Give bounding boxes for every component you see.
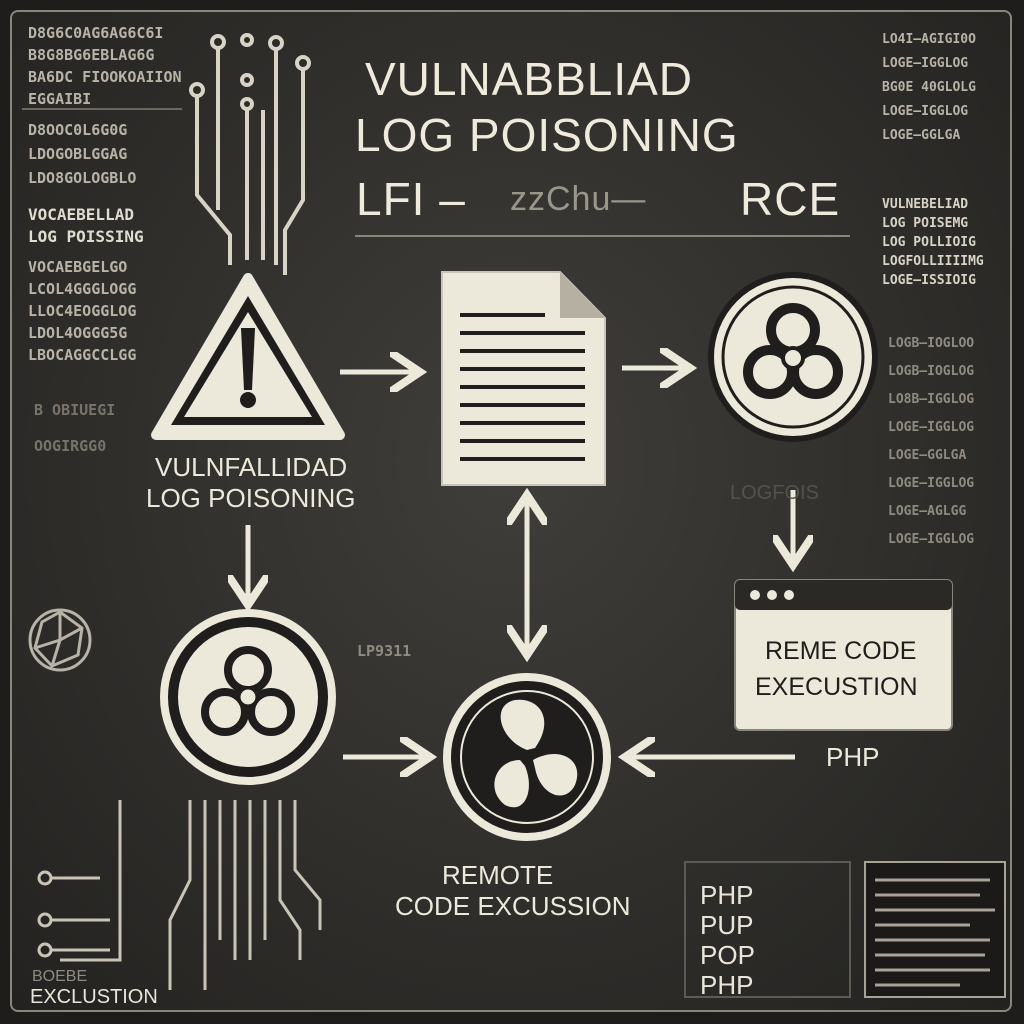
window-text-line1: REME CODE [765,637,917,665]
right-log-heading: VULNEBELIAD LOG POISEMG LOG POLLIOIG LOG… [882,195,984,290]
log-line: LDO8GOLOGBLO [28,169,137,187]
faint-log-label: LOGFOIS [730,482,819,504]
log-line: LOGB—IOGLOG [888,364,975,379]
document-icon [441,271,606,486]
log-line: LOG POLLIOIG [882,235,976,250]
log-line: LO4I—AGIGI0O [882,32,976,47]
left-heading-line1: VOCAEBELLAD [28,205,134,224]
log-line: OOGIRGG0 [34,437,107,455]
log-line: BG0E 40GLOLG [882,80,976,95]
left-log-top: D8G6C0AG6AG6C6I B8G8BG6EBLAG6G BA6DC FIO… [28,22,182,110]
log-line: BA6DC FIOOKOAIION [28,68,182,86]
remote-label-line1: REMOTE [442,860,554,890]
warning-triangle-icon [151,273,345,440]
biohazard-icon [708,272,878,442]
log-line: VOCAEBGELGO [28,258,128,276]
log-line: D8G6C0AG6AG6C6I [28,24,164,42]
remote-label-line2: CODE EXCUSSION [395,891,631,921]
php-list-item: PHP [700,970,754,1000]
log-line: LOGE—GGLGA [888,448,967,463]
php-label: PHP [826,742,880,772]
log-line: D8OOC0L6G0G [28,121,128,139]
log-line: LO8B—IGGLOG [888,392,975,407]
right-log-top: LO4I—AGIGI0O LOGE—IGGLOG BG0E 40GLOLG LO… [882,28,976,148]
php-list-item: PUP [700,910,754,940]
log-line: LOGFOLLIIIIMG [882,254,984,269]
hexagon-network-icon [28,608,92,672]
log-line: LOG POISEMG [882,216,969,231]
log-line: LOGE—IGGLOG [888,420,975,435]
title-line1: VULNABBLIAD [365,53,694,105]
title-line3-left: LFI – [356,173,466,225]
log-line: LBOCAGGCCLGG [28,346,137,364]
bottom-left-line1: BOEBE [32,968,88,985]
log-line: LDOGOBLGGAG [28,145,128,163]
biohazard-icon-2 [160,609,336,785]
log-line: LOGE—ISSIOIG [882,273,976,288]
php-list-box [684,861,851,998]
flow-arrows [248,368,795,757]
code-panel [864,861,1006,998]
log-line: LLOC4EOGGLOG [28,302,137,320]
php-list: PHP PUP POP PHP [700,880,755,1000]
left-divider [22,108,182,110]
log-line: B8G8BG6EBLAG6G [28,46,155,64]
faint-mid-label: LP9311 [357,642,412,660]
left-heading-line2: LOG POISSING [28,227,144,246]
log-line: LDOL4OGGG5G [28,324,128,342]
php-list-item: PHP [700,880,754,910]
warning-label-line2: LOG POISONING [146,483,356,513]
left-log-mid: D8OOC0L6G0G LDOGOBLGGAG LDO8GOLOGBLO [28,118,136,190]
bottom-left-line2: EXCLUSTION [30,986,158,1008]
log-line: LOGE—IGGLOG [882,56,969,71]
log-line: B OBIUEGI [34,401,116,419]
log-line: VULNEBELIAD [882,197,969,212]
left-log-low: VOCAEBGELGO LCOL4GGGLOGG LLOC4EOGGLOG LD… [28,256,136,366]
log-line: LOGB—IOGLOO [888,336,975,351]
browser-window-icon [734,579,953,731]
log-line: EGGAIBI [28,90,92,108]
php-list-item: POP [700,940,755,970]
circuit-traces-icon-2 [37,800,322,990]
warning-label-line1: VULNFALLIDAD [155,452,348,482]
window-text-line2: EXECUSTION [755,673,918,701]
title-line3-right: RCE [740,173,841,225]
fan-icon [443,673,611,841]
log-line: LOGE—AGLGG [888,504,967,519]
title-line3-mid: zzChu— [510,180,647,218]
code-panel-lines [875,878,995,987]
log-line: LOGE—IGGLOG [888,532,975,547]
title-line2: LOG POISONING [355,109,739,161]
log-line: LOGE—GGLGA [882,128,961,143]
circuit-traces-icon [189,33,311,275]
log-line: LOGE—IGGLOG [888,476,975,491]
left-log-faint: B OBIUEGI OOGIRGG0 [34,392,115,464]
right-log-low: LOGB—IOGLOO LOGB—IOGLOG LO8B—IGGLOG LOGE… [888,330,974,554]
left-heading: VOCAEBELLAD LOG POISSING [28,204,144,248]
log-line: LCOL4GGGLOGG [28,280,137,298]
log-line: LOGE—IGGLOG [882,104,969,119]
